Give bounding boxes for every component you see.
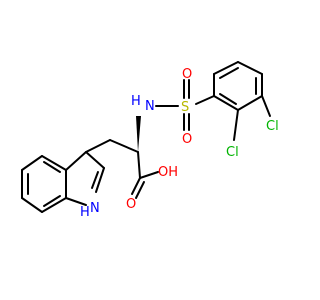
bond (195, 95, 215, 105)
bond (237, 95, 263, 111)
chlorine-meta-label: Cl (266, 119, 279, 134)
sulfonyl-oxygen-bottom-label: O (182, 132, 192, 147)
sulfonyl-oxygen-top-label: O (182, 67, 192, 82)
amine-n-label: N (145, 99, 155, 114)
bond-wedge (136, 116, 141, 152)
bond (109, 139, 139, 153)
amine-h-label: H (131, 94, 141, 109)
bond (213, 95, 239, 111)
bond (65, 151, 87, 171)
bond-inner (91, 171, 99, 189)
bond-layer (21, 61, 271, 213)
hydroxyl-label: OH (158, 165, 178, 180)
bond-inner (219, 67, 239, 79)
bond (237, 61, 263, 75)
chlorine-ortho-label: Cl (226, 145, 239, 160)
atom-label-layer: H N S O O Cl Cl O OH N H (80, 67, 279, 220)
bond (21, 155, 43, 171)
bond (65, 197, 87, 206)
bond (137, 151, 141, 179)
bond (213, 61, 239, 75)
carbonyl-oxygen-label: O (126, 197, 136, 212)
bond (85, 151, 105, 169)
bond-inner (135, 181, 145, 199)
bond-inner (219, 93, 237, 105)
bond (41, 155, 67, 171)
bond (139, 171, 159, 179)
bond-inner (43, 195, 61, 207)
bond-inner (43, 161, 61, 173)
bond (261, 95, 271, 117)
bond (233, 109, 239, 141)
bond (41, 197, 67, 213)
indole-nitrogen-label: N (90, 201, 100, 216)
sulfur-label: S (181, 100, 189, 115)
indole-h-label: H (80, 205, 90, 220)
bond (131, 177, 141, 195)
bond (21, 197, 43, 213)
molecule-structure-drawing: H N S O O Cl Cl O OH N H (21, 61, 279, 220)
bond (85, 139, 111, 153)
bond (95, 167, 105, 193)
